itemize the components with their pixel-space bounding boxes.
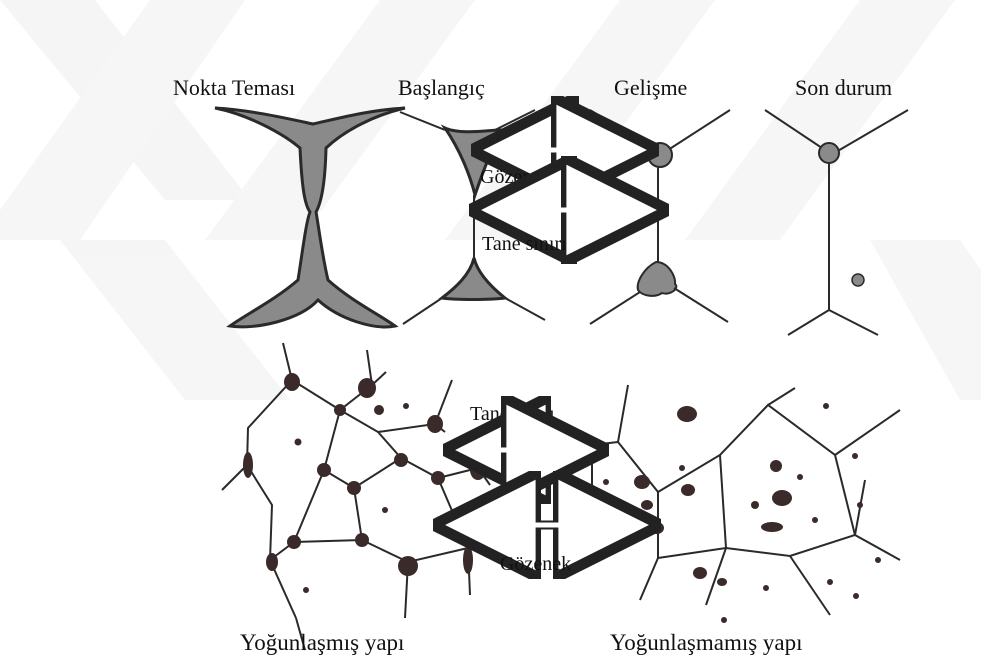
isolated-pore	[823, 403, 829, 409]
junction-pore	[266, 553, 278, 571]
isolated-pore	[763, 585, 769, 591]
junction-pore	[284, 373, 300, 391]
isolated-pore	[797, 474, 803, 480]
isolated-pore	[857, 502, 863, 508]
pore-intermediate-top	[648, 143, 672, 167]
pore-initial-bottom	[442, 258, 505, 300]
junction-pore	[317, 463, 331, 477]
pore-final-junction	[819, 143, 839, 163]
watermark	[0, 0, 981, 400]
isolated-pore	[382, 507, 388, 513]
junction-pore	[243, 452, 253, 478]
isolated-pore	[641, 500, 653, 510]
isolated-pore	[634, 475, 650, 489]
isolated-pore	[303, 587, 309, 593]
isolated-pore	[693, 567, 707, 579]
isolated-pore	[650, 522, 664, 534]
stage-label-point-contact: Nokta Teması	[173, 75, 295, 100]
stage-label-initial: Başlangıç	[398, 75, 485, 100]
isolated-pore	[853, 593, 859, 599]
stage-label-intermediate: Gelişme	[614, 75, 687, 100]
junction-pore	[463, 546, 473, 574]
junction-pore	[355, 533, 369, 547]
junction-pore	[347, 481, 361, 495]
isolated-pore	[603, 479, 609, 485]
junction-pore	[394, 453, 408, 467]
isolated-pore	[717, 578, 727, 586]
annotation-grain-boundary-bottom: Tane sınırı	[470, 403, 555, 425]
isolated-pore	[875, 557, 881, 563]
stage-labels: Nokta Teması Başlangıç Gelişme Son durum	[173, 75, 892, 100]
isolated-pore	[403, 403, 409, 409]
isolated-pore	[567, 489, 573, 495]
isolated-pore	[492, 497, 498, 503]
isolated-pore	[761, 522, 783, 532]
label-undensified-structure: Yoğunlaşmamış yapı	[610, 630, 803, 655]
undensified-structure	[567, 385, 900, 623]
junction-pore	[427, 415, 443, 433]
isolated-pore	[681, 484, 695, 496]
isolated-pore	[770, 460, 782, 472]
isolated-pore	[374, 405, 384, 415]
junction-pore	[358, 378, 376, 398]
junction-pore	[287, 535, 301, 549]
label-densified-structure: Yoğunlaşmış yapı	[240, 630, 404, 655]
isolated-pore	[677, 406, 697, 422]
pore-intermediate-bottom	[638, 262, 677, 296]
annotation-pore-bottom: Gözenek	[500, 553, 571, 575]
annotation-grain-boundary-top: Tane sınırı	[482, 233, 567, 255]
stage-label-final: Son durum	[795, 75, 892, 100]
annotation-pores: Gözenekler	[480, 166, 573, 188]
isolated-pore	[751, 501, 759, 509]
isolated-pore	[852, 453, 858, 459]
isolated-pore	[772, 490, 792, 506]
junction-pore	[334, 404, 346, 416]
isolated-pore	[827, 579, 833, 585]
isolated-pore	[679, 465, 685, 471]
junction-pore	[431, 471, 445, 485]
isolated-pore	[295, 439, 302, 446]
pore-final-isolated	[852, 274, 864, 286]
junction-pore	[398, 556, 418, 576]
isolated-pore	[721, 617, 727, 623]
isolated-pore	[812, 517, 818, 523]
junction-pore	[470, 460, 486, 480]
